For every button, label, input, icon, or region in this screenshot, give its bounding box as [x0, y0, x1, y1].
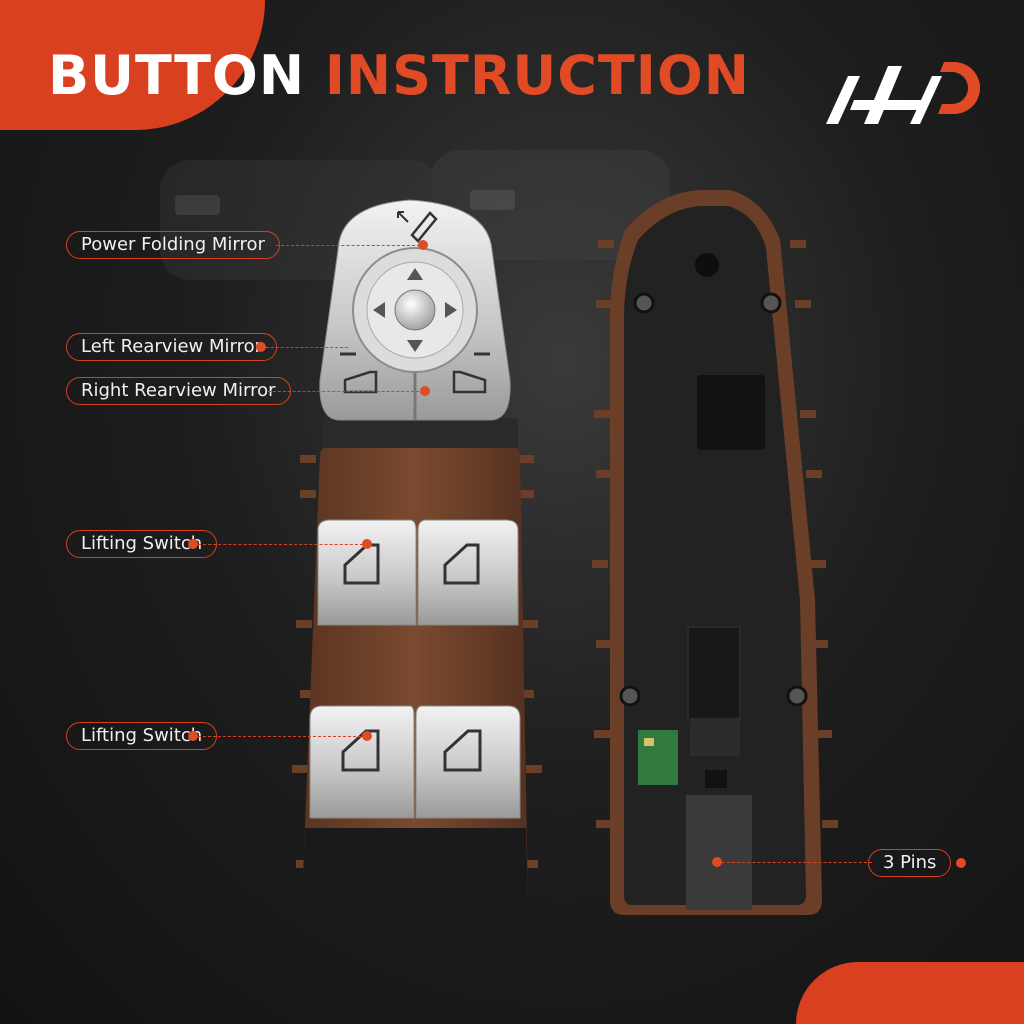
callout-3-pins: 3 Pins — [868, 849, 952, 877]
callout-pin — [712, 857, 722, 867]
title-word-button: BUTTON — [48, 44, 306, 107]
callout-label: Right Rearview Mirror — [81, 380, 276, 401]
leader-line — [266, 347, 348, 348]
callout-pin — [188, 731, 198, 741]
callout-label: 3 Pins — [883, 852, 937, 873]
bottom-corner-accent — [796, 962, 1024, 1024]
brand-logo-icon — [826, 62, 980, 124]
leader-line — [198, 736, 366, 737]
callout-label: Left Rearview Mirror — [81, 336, 262, 357]
callout-pin — [418, 240, 428, 250]
leader-line — [722, 862, 872, 863]
callout-power-folding-mirror: Power Folding Mirror — [66, 231, 280, 259]
callout-pin — [362, 731, 372, 741]
callout-pin — [256, 342, 266, 352]
callout-left-rearview-mirror: Left Rearview Mirror — [66, 333, 277, 361]
switch-front — [292, 199, 542, 918]
callout-label: Lifting Switch — [81, 725, 203, 746]
leader-line — [276, 245, 420, 246]
callout-right-rearview-mirror: Right Rearview Mirror — [66, 377, 291, 405]
callout-pin — [956, 858, 966, 868]
leader-line — [268, 391, 424, 392]
leader-line — [198, 544, 368, 545]
title-word-instruction: INSTRUCTION — [324, 44, 750, 107]
switch-back — [592, 190, 838, 915]
callout-pin — [188, 539, 198, 549]
callout-pin — [420, 386, 430, 396]
page-title: BUTTON INSTRUCTION — [48, 44, 750, 108]
lifting-switch-upper — [317, 519, 519, 626]
callout-label: Lifting Switch — [81, 533, 203, 554]
lifting-switch-lower — [309, 705, 521, 819]
callout-pin — [362, 539, 372, 549]
callout-label: Power Folding Mirror — [81, 234, 265, 255]
